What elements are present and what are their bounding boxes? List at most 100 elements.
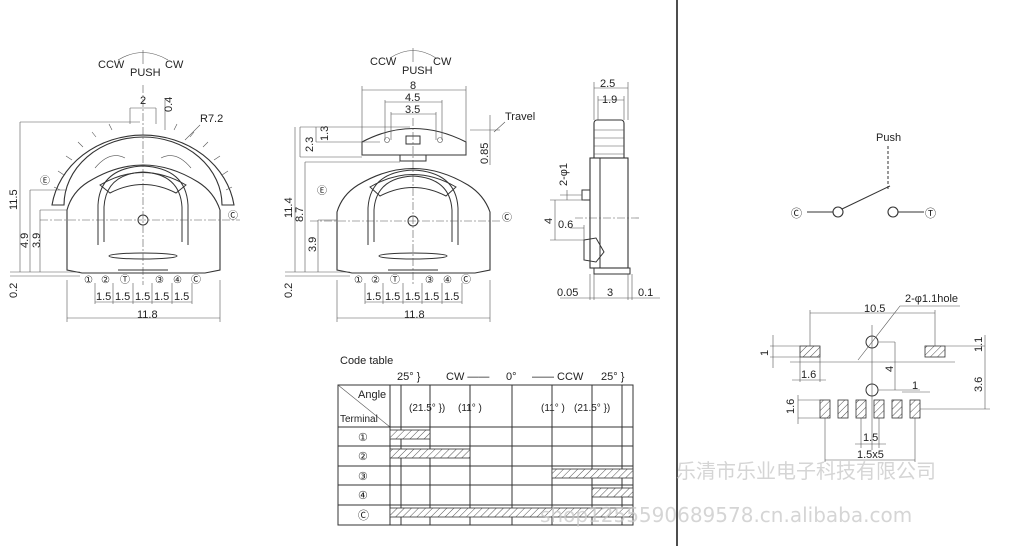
terminal-label: ③ [425,275,434,286]
ccw-label: CCW [370,56,397,68]
dim-pad-off: 1.1 [973,337,985,352]
dim-w-inner: 3.5 [405,104,420,116]
contact-on-bar [389,429,431,440]
watermark: 乐清市乐业电子科技有限公司 shop1255590689578.cn.aliba… [540,459,936,527]
dim-base: 0.2 [283,283,295,298]
ccw-label: CCW [98,59,125,71]
terminal-label: Ⓣ [120,274,130,286]
switch-body [66,164,221,274]
contact-on-bar [389,448,471,459]
terminal-label: ③ [358,471,368,483]
dim-radius: R7.2 [200,113,223,125]
terminal-label: Ⓒ [191,274,201,286]
contact-on-bar [551,468,634,479]
dim-offset: 0.6 [558,219,573,231]
dim-h1: 8.7 [294,207,306,222]
dim-height: 11.4 [283,197,295,218]
dim-pitch: 1.5 [96,291,111,303]
terminal-label: ② [371,275,380,286]
dim-pitch: 1.5 [115,291,130,303]
header-terminal: Terminal [340,414,378,425]
code-table: Code table 25° } CW —— 0° —— CCW 25° } A… [337,355,634,526]
cw-label: CW [433,56,452,68]
watermark-url: shop1255590689578.cn.alibaba.com [540,503,912,527]
dim-pitch: 1.5 [405,291,420,303]
terminal-label: ② [358,451,368,463]
terminal-label: ① [358,432,368,444]
dim-w-inner: 1.9 [602,94,617,106]
dim-holes: 2-φ1.1hole [905,293,958,305]
knob-arc [51,134,235,206]
contact-on-bar [591,487,634,498]
cw-label: CW [165,59,184,71]
dim-left: 0.05 [557,287,578,299]
dim-pad-h: 1 [759,350,771,356]
code-table-rows: ① ② ③ ④ Ⓒ [358,429,634,522]
terminal-label: ④ [173,275,182,286]
dim-h2: 3.9 [31,233,43,248]
front-view-2: CCW PUSH CW 8 4.5 3.5 T [283,48,535,322]
terminal-label: ① [84,275,93,286]
dim-pitch: 1.5 [424,291,439,303]
push-label: PUSH [402,65,433,77]
dim-w-mid: 4.5 [405,92,420,104]
dim-width: 11.8 [404,309,425,321]
terminal-label: Ⓣ [390,274,400,286]
dim-width: 11.8 [137,309,158,321]
terminal-label: Ⓒ [461,274,471,286]
side-view: 2.5 1.9 2-φ1 4 0.6 0.05 3 0.1 [543,78,660,300]
dim-w-outer: 8 [410,80,416,92]
header-left-25: 25° } [397,371,421,383]
dim-pitch: 1.5 [385,291,400,303]
mark-e: Ⓔ [317,185,327,197]
dim-h1: 4.9 [19,233,31,248]
code-table-title: Code table [340,355,393,367]
push-label: PUSH [130,67,161,79]
dim-row-pad-h: 1.6 [785,399,797,414]
dim-total: 1.5x5 [857,449,884,461]
dim-top-width: 2 [140,95,146,107]
dim-pitch: 1.5 [366,291,381,303]
header-angle: Angle [358,389,386,401]
header-right-25: 25° } [601,371,625,383]
dim-pad-w: 1.6 [801,369,816,381]
dim-base: 0.2 [8,283,20,298]
dim-h-top2: 1.3 [319,126,331,141]
switch-schematic: Push Ⓒ Ⓣ [791,132,936,220]
dim-span: 10.5 [864,303,885,315]
dim-spacing: 4 [543,218,555,224]
dim-right: 0.1 [638,287,653,299]
dim-depth: 3 [607,287,613,299]
dim-holes: 2-φ1 [558,163,570,186]
header-cw: CW —— [446,371,489,383]
dim-pitch: 1.5 [863,432,878,444]
header-zero: 0° [506,371,517,383]
front-view-1: CCW PUSH CW 2 0.4 [8,50,240,322]
angle-label: (21.5° }) [574,403,610,414]
dim-pitch: 1.5 [154,291,169,303]
dim-top-offset: 0.4 [163,97,175,112]
mark-e: Ⓔ [40,175,50,187]
terminal-label: ④ [358,490,368,502]
terminal-label: Ⓒ [358,509,369,522]
terminal-label: ① [354,275,363,286]
angle-label: (11° ) [458,403,482,414]
dim-height: 11.5 [8,189,20,210]
travel-label: Travel [505,111,535,123]
dim-h-top1: 2.3 [304,137,316,152]
push-label: Push [876,132,901,144]
contact-on-bar [389,507,634,518]
angle-label: (11° ) [541,403,565,414]
watermark-company: 乐清市乐业电子科技有限公司 [676,459,936,483]
dim-h2: 3.9 [307,237,319,252]
dim-hole-spacing: 4 [884,366,896,372]
dim-pitch: 1.5 [444,291,459,303]
dim-travel: 0.85 [479,143,491,164]
dim-pad-pitch-w: 1 [912,380,918,392]
terminal-label: ④ [443,275,452,286]
mark-c: Ⓒ [502,212,512,224]
terminal-label: ③ [155,275,164,286]
dim-pitch: 1.5 [135,291,150,303]
pcb-footprint: 10.5 2-φ1.1hole 1 1.1 1.6 4 3.6 1 1.6 1.… [759,293,990,462]
terminal-c: Ⓒ [791,207,802,220]
